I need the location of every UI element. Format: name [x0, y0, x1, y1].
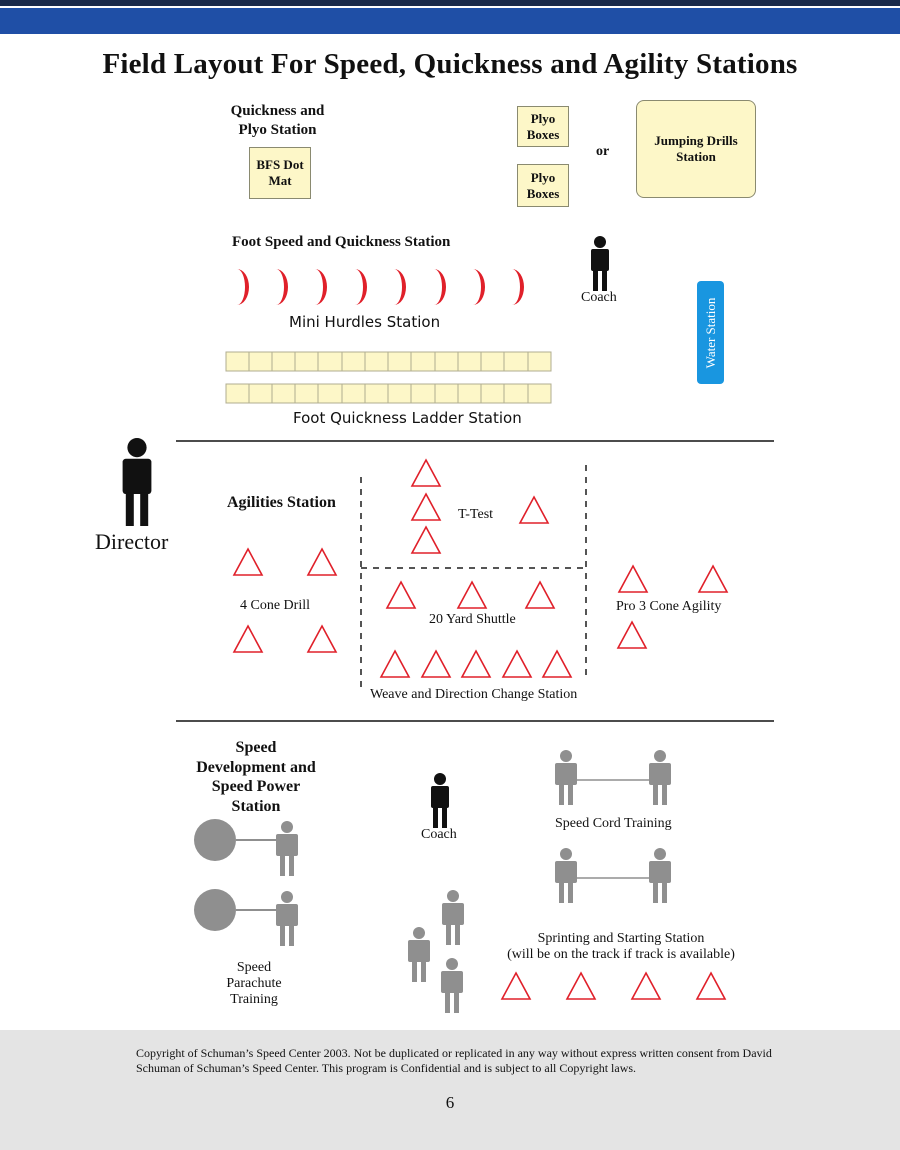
plyo-boxes-1-line1: Plyo [530, 110, 556, 126]
coach-figure-top [591, 236, 609, 291]
parachute-label-line1: Speed [236, 960, 272, 975]
copyright-notice: Copyright of Schuman’s Speed Center 2003… [136, 1046, 772, 1075]
parachute-2 [194, 889, 298, 946]
mini-hurdle [355, 269, 367, 305]
director-figure [122, 438, 152, 526]
mini-hurdle [237, 269, 249, 305]
parachute-label: Speed Parachute Training [204, 960, 304, 1008]
plyo-boxes-1: Plyo Boxes [517, 106, 569, 147]
cone [618, 565, 648, 593]
field-graphics [122, 236, 774, 1013]
cone [386, 581, 416, 609]
coach-label-top: Coach [581, 290, 617, 305]
cone [233, 548, 263, 576]
parachute-label-line3: Training [230, 992, 278, 1007]
plyo-boxes-2-line2: Boxes [526, 185, 560, 201]
mini-hurdle [434, 269, 446, 305]
shuttle-label: 20 Yard Shuttle [429, 612, 516, 627]
cone [461, 650, 491, 678]
jumping-drills-line1: Jumping Drills [654, 133, 738, 148]
cone [411, 493, 441, 521]
sprinting-group [408, 890, 464, 1013]
parachute-1 [194, 819, 298, 876]
t-test-label: T-Test [458, 507, 494, 522]
pro3-cones [617, 565, 728, 649]
plyo-boxes-1-line2: Boxes [526, 126, 560, 142]
cone [411, 526, 441, 554]
cone [233, 625, 263, 653]
four-cone-label: 4 Cone Drill [240, 598, 310, 613]
mini-hurdles-label: Mini Hurdles Station [289, 313, 441, 331]
ladder-label: Foot Quickness Ladder Station [293, 409, 522, 427]
mini-hurdles [237, 269, 524, 305]
parachute-label-line2: Parachute [226, 976, 282, 991]
jumping-drills-line2: Station [676, 149, 716, 164]
speed-dev-heading-line4: Station [231, 797, 281, 815]
speed-dev-heading-line3: Speed Power [211, 778, 301, 795]
speed-dev-heading-line2: Development and [196, 758, 316, 776]
quickness-plyo-heading-line1: Quickness and [230, 103, 325, 119]
cone [502, 650, 532, 678]
agility-dashed-zones [360, 465, 587, 690]
speed-dev-heading: Speed Development and Speed Power Statio… [180, 738, 332, 816]
cone [411, 459, 441, 487]
mini-hurdle [473, 269, 485, 305]
header-bar-blue [0, 8, 900, 34]
pro3-cone-label: Pro 3 Cone Agility [616, 599, 722, 614]
speed-cord-pair-2 [555, 848, 671, 903]
coach-label-bottom: Coach [421, 827, 457, 842]
or-label: or [596, 144, 610, 159]
four-cone-cones [233, 548, 337, 653]
ladder-top [225, 351, 552, 372]
ladder-bottom [225, 383, 552, 404]
speed-cord-pair-1 [555, 750, 671, 805]
quickness-plyo-heading: Quickness and Plyo Station [200, 102, 355, 140]
footer [0, 1030, 900, 1150]
speed-dev-heading-line1: Speed [235, 739, 277, 756]
plyo-boxes-2-line1: Plyo [530, 169, 556, 185]
coach-figure-bottom [431, 773, 449, 828]
speed-cord-label: Speed Cord Training [555, 816, 672, 831]
cone [307, 625, 337, 653]
plyo-boxes-2: Plyo Boxes [517, 164, 569, 207]
director-label: Director [95, 529, 169, 554]
mini-hurdle [315, 269, 327, 305]
cone [519, 496, 549, 524]
page-number: 6 [445, 1093, 455, 1112]
cone [501, 972, 531, 1000]
sprint-label-line1: Sprinting and Starting Station [537, 931, 705, 946]
sprint-label: Sprinting and Starting Station (will be … [490, 931, 752, 963]
cone [698, 565, 728, 593]
cone [380, 650, 410, 678]
cone [525, 581, 555, 609]
weave-label: Weave and Direction Change Station [370, 687, 578, 702]
mini-hurdle [394, 269, 406, 305]
t-test-cones [411, 459, 549, 554]
sprint-cones [501, 972, 726, 1000]
foot-speed-heading: Foot Speed and Quickness Station [232, 234, 451, 250]
agilities-heading: Agilities Station [227, 494, 336, 511]
shuttle-cones [386, 581, 555, 609]
cone [566, 972, 596, 1000]
quickness-plyo-heading-line2: Plyo Station [238, 122, 317, 138]
cone [307, 548, 337, 576]
jumping-drills-station: Jumping Drills Station [636, 100, 756, 198]
cone [457, 581, 487, 609]
mini-hurdle [512, 269, 524, 305]
cone [696, 972, 726, 1000]
weave-cones [380, 650, 572, 678]
water-station: Water Station [697, 281, 724, 384]
cone [617, 621, 647, 649]
sprint-label-line2: (will be on the track if track is availa… [507, 947, 735, 962]
cone [542, 650, 572, 678]
page-title: Field Layout For Speed, Quickness and Ag… [102, 48, 798, 80]
bfs-dot-mat-line1: BFS Dot [256, 157, 304, 172]
header-bar-dark [0, 0, 900, 6]
bfs-dot-mat: BFS Dot Mat [249, 147, 311, 199]
cone [421, 650, 451, 678]
cone [631, 972, 661, 1000]
mini-hurdle [276, 269, 288, 305]
bfs-dot-mat-line2: Mat [268, 173, 292, 188]
